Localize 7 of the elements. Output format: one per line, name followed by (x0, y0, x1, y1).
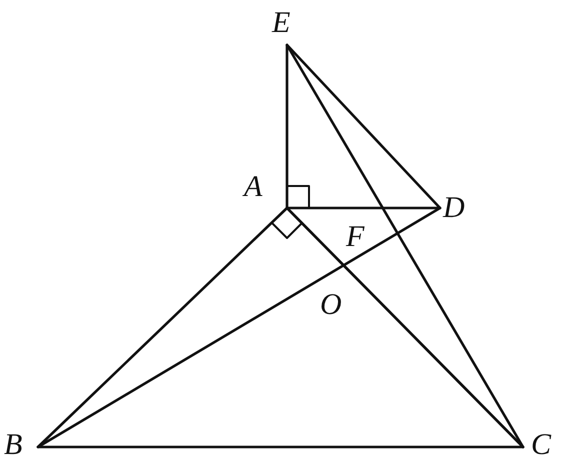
point-label: O (320, 290, 342, 320)
point-label: E (272, 8, 290, 38)
point-label: B (4, 430, 22, 460)
point-label: D (443, 193, 465, 223)
point-label: C (531, 430, 552, 460)
point-label: A (244, 172, 262, 202)
point-label: F (346, 222, 364, 252)
